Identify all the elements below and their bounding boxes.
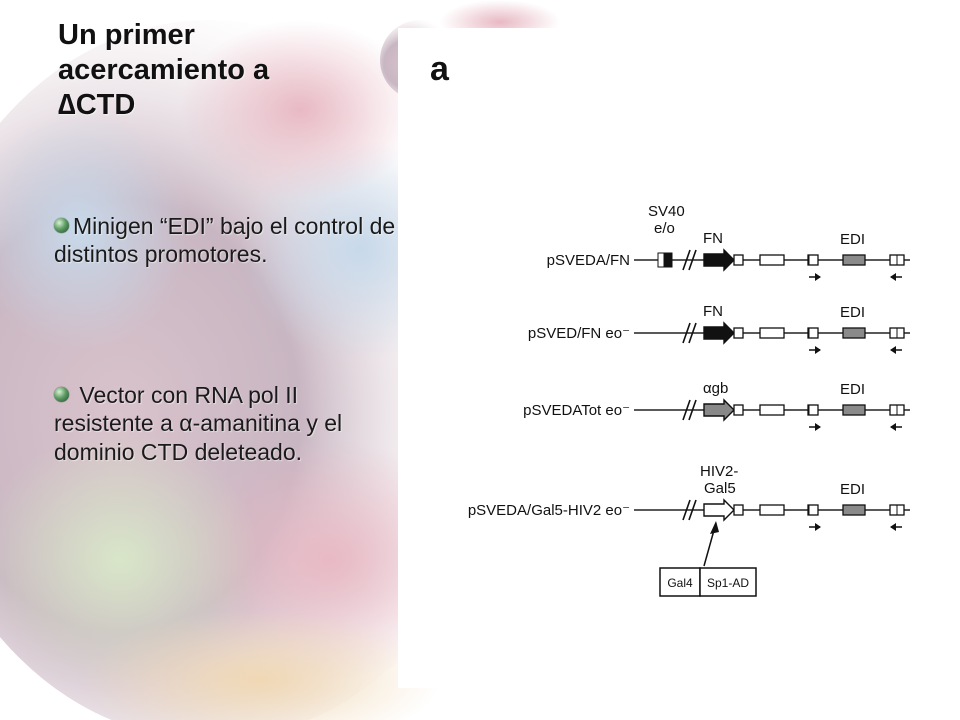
edi-exon xyxy=(842,254,866,266)
primer-arrowhead xyxy=(815,523,821,531)
reverse-primer-arrowhead xyxy=(890,523,896,531)
hiv-label-line2: Gal5 xyxy=(704,480,736,497)
break-slash xyxy=(682,499,691,521)
construct-name: pSVEDA/FN xyxy=(547,252,630,269)
sv40-box-left xyxy=(657,252,665,268)
sv40-label-line1: SV40 xyxy=(648,203,685,220)
title-line-1: Un primer xyxy=(58,19,195,51)
break-slash xyxy=(688,499,697,521)
exon-primer xyxy=(807,254,819,266)
hiv-label-line1: HIV2- xyxy=(700,463,738,480)
bullet-text-vector: Vector con RNA pol II resistente a α-ama… xyxy=(54,382,343,465)
promoter-arrow xyxy=(703,498,735,522)
edi-label: EDI xyxy=(840,231,865,248)
exon-white xyxy=(759,504,785,516)
break-slash xyxy=(682,399,691,421)
primer-arrowhead xyxy=(815,423,821,431)
construct-rows: pSVEDA/FN FN EDI pSVED/FN eo⁻ FN EDI pSVEDATot… xyxy=(468,230,910,531)
panel-label: a xyxy=(430,50,450,88)
reverse-primer-arrowhead xyxy=(890,346,896,354)
promoter-label: FN xyxy=(703,303,723,320)
exon-primer xyxy=(807,504,819,516)
sp1-ad-box xyxy=(699,567,757,597)
edi-exon xyxy=(842,504,866,516)
bullet-item-vector: Vector con RNA pol II resistente a α-ama… xyxy=(54,381,399,466)
primer-arrowhead xyxy=(815,346,821,354)
promoter-arrow xyxy=(703,248,735,272)
break-slash xyxy=(682,322,691,344)
exon-small xyxy=(733,404,744,416)
gal4-label: Gal4 xyxy=(667,576,693,590)
exon-primer xyxy=(807,327,819,339)
promoter-arrow xyxy=(703,398,735,422)
break-slash xyxy=(688,399,697,421)
edi-label: EDI xyxy=(840,304,865,321)
green-sphere-icon xyxy=(54,218,69,233)
construct-name: pSVED/FN eo⁻ xyxy=(528,325,630,342)
construct-name: pSVEDATot eo⁻ xyxy=(523,402,630,419)
sp1-ad-label: Sp1-AD xyxy=(707,576,749,590)
reverse-primer-arrowhead xyxy=(890,423,896,431)
title-line-2: acercamiento a xyxy=(58,53,270,86)
reverse-primer-arrowhead xyxy=(890,273,896,281)
promoter-label: αgb xyxy=(703,380,728,397)
bullet-text-minigen: Minigen “EDI” bajo el control de distint… xyxy=(54,213,396,268)
sv40-label-line2: e/o xyxy=(654,220,675,237)
edi-label: EDI xyxy=(840,481,865,498)
bullet-item-minigen: Minigen “EDI” bajo el control de distint… xyxy=(54,212,399,269)
edi-exon xyxy=(842,327,866,339)
exon-small xyxy=(733,504,744,516)
slide-title: Un primer acercamiento a ∆CTD xyxy=(58,18,378,122)
gal4-box xyxy=(659,567,701,597)
construct-name: pSVEDA/Gal5-HIV2 eo⁻ xyxy=(468,502,630,519)
exon-primer xyxy=(807,404,819,416)
fusion-arrowhead xyxy=(710,521,719,534)
construct-diagram: a pSVEDA/FN FN EDI pSVED/FN eo⁻ FN EDI pSVEDAT… xyxy=(398,28,960,688)
exon-white xyxy=(759,327,785,339)
edi-label: EDI xyxy=(840,381,865,398)
break-slash xyxy=(682,249,691,271)
exon-white xyxy=(759,404,785,416)
break-slash xyxy=(688,322,697,344)
green-sphere-icon xyxy=(54,387,69,402)
title-line-3: ∆CTD xyxy=(58,88,136,121)
exon-small xyxy=(733,327,744,339)
break-slash xyxy=(688,249,697,271)
promoter-arrow xyxy=(703,321,735,345)
primer-arrowhead xyxy=(815,273,821,281)
exon-white xyxy=(759,254,785,266)
edi-exon xyxy=(842,404,866,416)
exon-small xyxy=(733,254,744,266)
promoter-label: FN xyxy=(703,230,723,247)
